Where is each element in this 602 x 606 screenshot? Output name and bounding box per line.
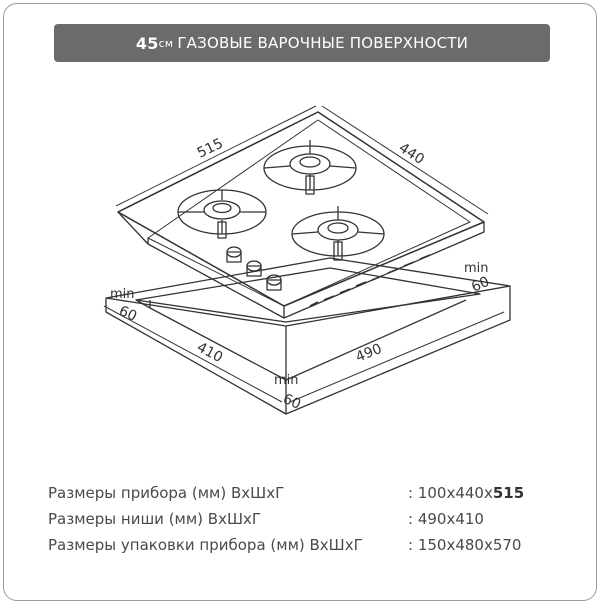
niche-outer xyxy=(105,257,511,327)
niche-cutout xyxy=(135,267,481,323)
hob-installation-diagram: 515 440 410 490 min 60 min 60 min 60 xyxy=(103,105,511,415)
banner-title: ГАЗОВЫЕ ВАРОЧНЫЕ ПОВЕРХНОСТИ xyxy=(177,34,469,52)
dim-line-440 xyxy=(321,105,489,215)
min-value-right: 60 xyxy=(469,274,492,296)
dim-line-515 xyxy=(115,105,317,207)
min-label-left: min xyxy=(110,287,135,302)
min-label-bottom: min xyxy=(274,373,299,388)
spec-label: Размеры ниши (мм) ВхШхГ xyxy=(48,510,262,528)
spec-label: Размеры прибора (мм) ВхШхГ xyxy=(48,484,285,502)
vent-slots xyxy=(309,254,431,307)
spec-list: Размеры прибора (мм) ВхШхГ : 100x440x515… xyxy=(48,480,568,558)
control-knobs xyxy=(226,246,282,291)
burner-right xyxy=(291,206,385,261)
burner-back xyxy=(263,140,357,195)
banner-unit: см xyxy=(158,36,174,50)
banner-size: 45 xyxy=(135,33,159,53)
dim-515: 515 xyxy=(195,135,226,161)
dim-line-490 xyxy=(289,311,505,403)
burner-left xyxy=(177,189,267,239)
min-value-bottom: 60 xyxy=(280,391,303,413)
title-banner: 45 см ГАЗОВЫЕ ВАРОЧНЫЕ ПОВЕРХНОСТИ xyxy=(54,24,550,62)
spec-label: Размеры упаковки прибора (мм) ВхШхГ xyxy=(48,536,363,554)
dim-490: 490 xyxy=(354,341,385,366)
spec-row-niche: Размеры ниши (мм) ВхШхГ : 490x410 xyxy=(48,506,568,532)
dim-410: 410 xyxy=(194,339,225,366)
min-value-left: 60 xyxy=(116,303,139,325)
hob-top xyxy=(117,111,485,307)
spec-value: : 150x480x570 xyxy=(408,536,522,554)
spec-value: : 490x410 xyxy=(408,510,484,528)
spec-row-package: Размеры упаковки прибора (мм) ВхШхГ : 15… xyxy=(48,532,568,558)
card-frame xyxy=(3,3,597,601)
min-label-right: min xyxy=(464,261,489,276)
spec-row-device: Размеры прибора (мм) ВхШхГ : 100x440x515 xyxy=(48,480,568,506)
spec-value: : 100x440x515 xyxy=(408,484,525,502)
dim-line-410 xyxy=(103,305,283,403)
